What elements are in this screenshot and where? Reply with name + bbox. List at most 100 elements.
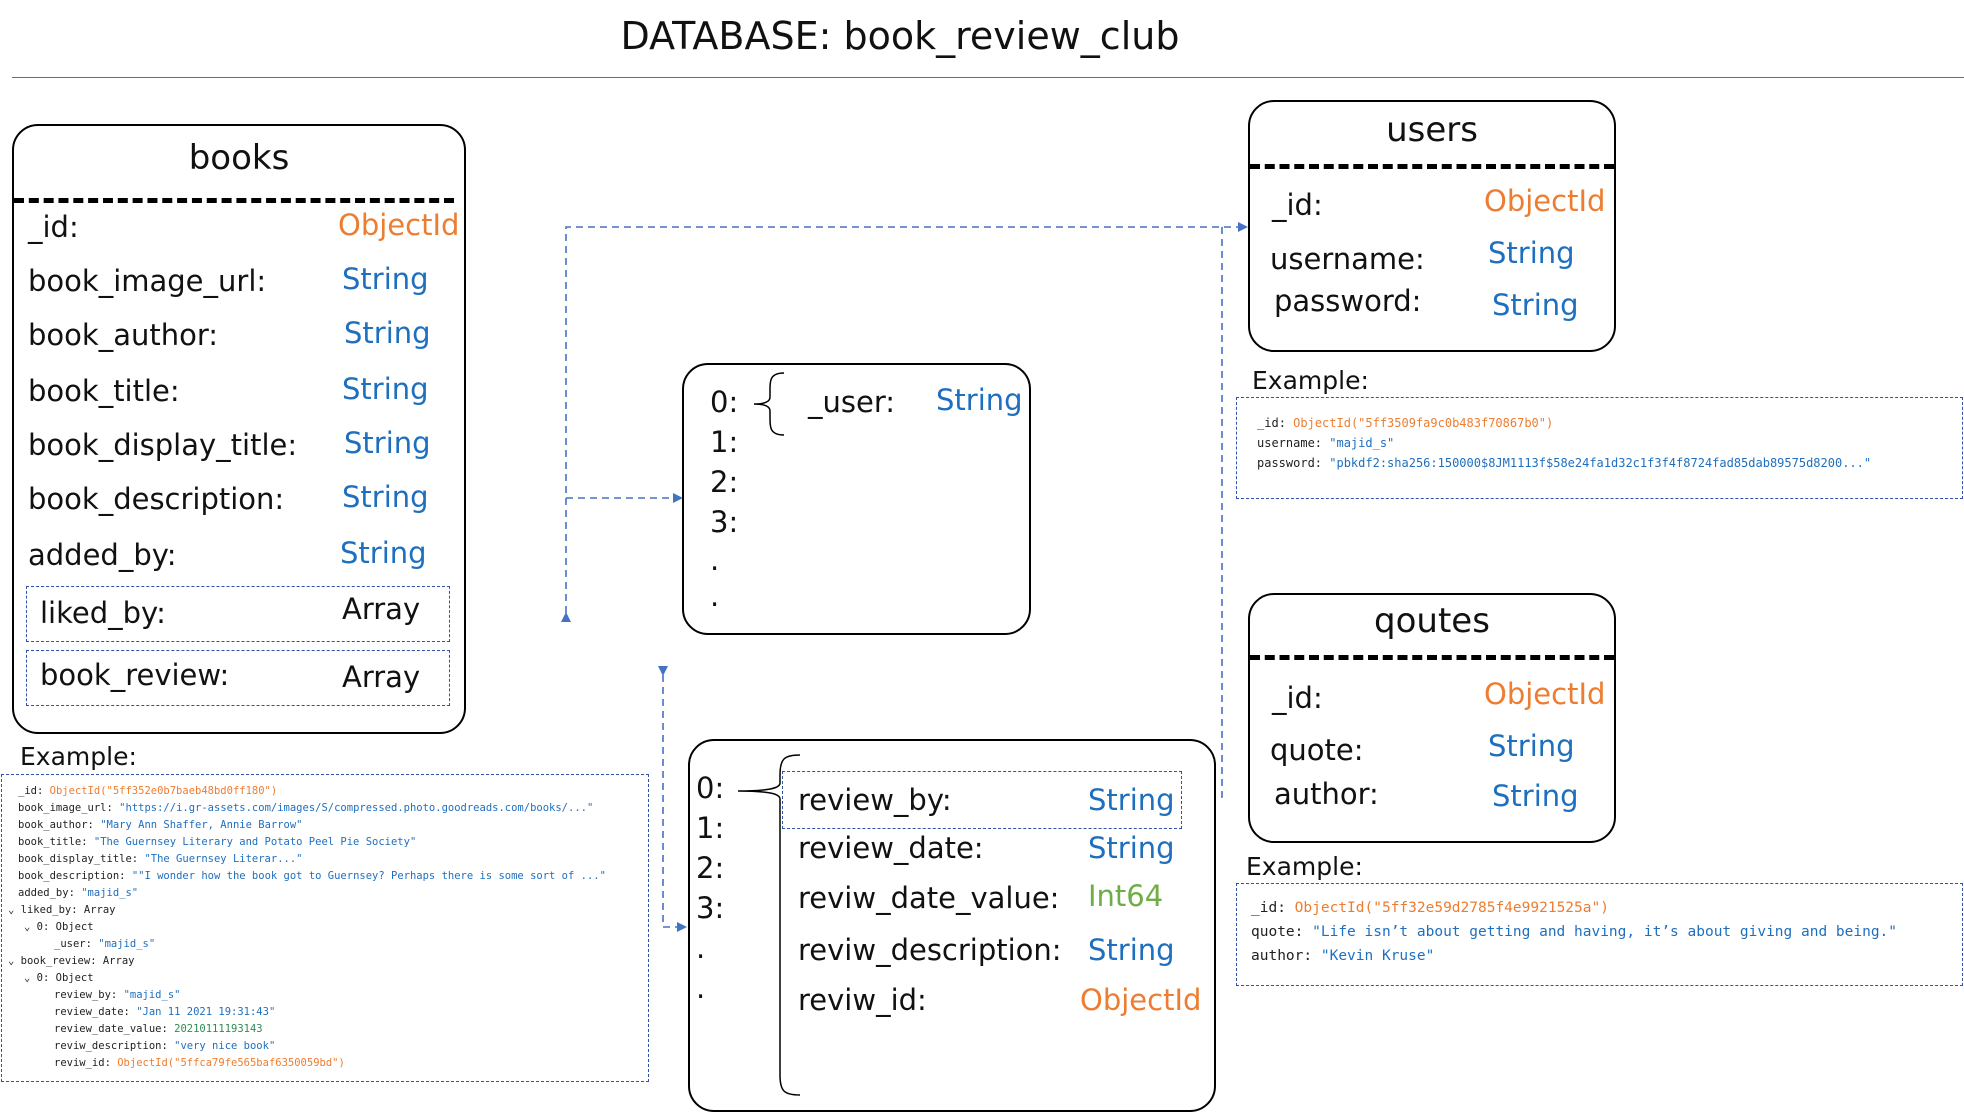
books-example-line: _id: ObjectId("5ff352e0b7baeb48bd0ff180"… [18,785,278,797]
books-field-author: book_author: [28,318,219,352]
books-example-line: ⌄ 0: Object [24,921,94,933]
qoutes-field-id: _id: [1272,681,1323,715]
liked-by-array-card: 0: 1: 2: 3: . . _user: String [682,363,1031,635]
users-header-divider [1250,164,1614,169]
qoutes-collection-title: qoutes [1374,601,1490,641]
qoutes-example-line: author: "Kevin Kruse" [1251,948,1435,964]
qoutes-example-box: _id: ObjectId("5ff32e59d2785f4e9921525a"… [1236,883,1963,986]
review-type-id: ObjectId [1080,983,1202,1017]
books-example-line: book_author: "Mary Ann Shaffer, Annie Ba… [18,819,303,831]
books-type-description: String [342,480,429,514]
books-type-added-by: String [340,536,427,570]
books-field-added-by: added_by: [28,538,177,572]
books-liked-by-highlight [26,586,450,642]
users-example-line: username: "majid_s" [1257,436,1395,450]
review-type-review-by: String [1088,783,1175,817]
title-divider [12,77,1964,78]
books-example-line: ⌄ 0: Object [24,972,94,984]
liked-by-index: 2: [710,465,739,499]
connector-review-by-to-users [1184,227,1223,802]
qoutes-field-author: author: [1274,777,1379,811]
review-field-review-date: review_date: [798,831,984,865]
books-type-id: ObjectId [338,208,460,242]
users-type-password: String [1492,288,1579,322]
liked-by-index: 3: [710,505,739,539]
review-field-id: reviw_id: [798,983,927,1017]
books-example-line: book_display_title: "The Guernsey Litera… [18,853,303,865]
books-field-liked-by: liked_by: [40,596,166,630]
books-example-line: _user: "majid_s" [54,938,156,950]
books-field-title: book_title: [28,374,180,408]
books-example-line: book_image_url: "https://i.gr-assets.com… [18,802,594,814]
books-example-line: reviw_description: "very nice book" [54,1040,276,1052]
liked-by-index: 1: [710,425,739,459]
books-example-line: ⌄ book_review: Array [8,955,135,967]
books-type-book-review: Array [342,660,421,694]
users-type-id: ObjectId [1484,184,1606,218]
books-type-display-title: String [344,426,431,460]
users-field-password: password: [1274,284,1422,318]
review-field-date-value: reviw_date_value: [798,881,1060,915]
books-example-line: book_description: ""I wonder how the boo… [18,870,606,882]
book-review-brace [737,754,801,1096]
books-example-line: review_by: "majid_s" [54,989,181,1001]
book-review-index: 1: [696,811,725,845]
users-example-line: _id: ObjectId("5ff3509fa9c0b483f70867b0"… [1257,416,1554,430]
users-collection-title: users [1386,110,1478,150]
qoutes-example-line: _id: ObjectId("5ff32e59d2785f4e9921525a"… [1251,900,1609,916]
books-field-image-url: book_image_url: [28,264,267,298]
books-example-label: Example: [20,742,137,771]
books-example-line: review_date: "Jan 11 2021 19:31:43" [54,1006,276,1018]
qoutes-type-id: ObjectId [1484,677,1606,711]
books-field-book-review: book_review: [40,658,230,692]
books-field-id: _id: [28,210,79,244]
connector-liked-by-to-users [561,222,1248,622]
books-header-divider [14,198,454,203]
users-collection-card: users _id: ObjectId username: String pas… [1248,100,1616,352]
liked-by-index: . [710,579,720,613]
books-book-review-highlight [26,650,450,706]
review-type-description: String [1088,933,1175,967]
qoutes-type-author: String [1492,779,1579,813]
qoutes-type-quote: String [1488,729,1575,763]
book-review-index: 0: [696,771,725,805]
connector-book-review-to-array [658,666,687,932]
users-type-username: String [1488,236,1575,270]
review-field-review-by: review_by: [798,783,952,817]
book-review-array-card: 0: 1: 2: 3: . . review_by: String review… [688,739,1216,1112]
books-field-display-title: book_display_title: [28,428,298,462]
books-example-line: reviw_id: ObjectId("5ffca79fe565baf63500… [54,1057,345,1069]
liked-by-type-user: String [936,383,1023,417]
books-field-description: book_description: [28,482,285,516]
books-collection-card: books _id: ObjectId book_image_url: Stri… [12,124,466,734]
qoutes-example-label: Example: [1246,852,1363,881]
books-type-liked-by: Array [342,592,421,626]
review-type-review-date: String [1088,831,1175,865]
books-example-line: book_title: "The Guernsey Literary and P… [18,836,417,848]
users-example-label: Example: [1252,366,1369,395]
diagram-title: DATABASE: book_review_club [620,14,1180,58]
qoutes-example-line: quote: "Life isn’t about getting and hav… [1251,924,1898,940]
books-example-line: ⌄ liked_by: Array [8,904,116,916]
books-example-line: added_by: "majid_s" [18,887,139,899]
users-example-line: password: "pbkdf2:sha256:150000$8JM1113f… [1257,456,1872,470]
book-review-index: 3: [696,891,725,925]
review-by-highlight [782,771,1182,829]
book-review-index: 2: [696,851,725,885]
liked-by-index: . [710,543,720,577]
book-review-index: . [696,971,706,1005]
users-field-username: username: [1270,242,1425,276]
qoutes-header-divider [1250,655,1614,660]
books-type-title: String [342,372,429,406]
qoutes-collection-card: qoutes _id: ObjectId quote: String autho… [1248,593,1616,843]
review-type-date-value: Int64 [1088,879,1164,913]
liked-by-field-user: _user: [808,385,896,419]
qoutes-field-quote: quote: [1270,733,1364,767]
books-type-author: String [344,316,431,350]
review-field-description: reviw_description: [798,933,1062,967]
books-collection-title: books [188,138,290,178]
liked-by-index: 0: [710,385,739,419]
liked-by-brace [753,372,785,436]
books-example-line: review_date_value: 20210111193143 [54,1023,263,1035]
books-example-box: _id: ObjectId("5ff352e0b7baeb48bd0ff180"… [1,774,649,1082]
